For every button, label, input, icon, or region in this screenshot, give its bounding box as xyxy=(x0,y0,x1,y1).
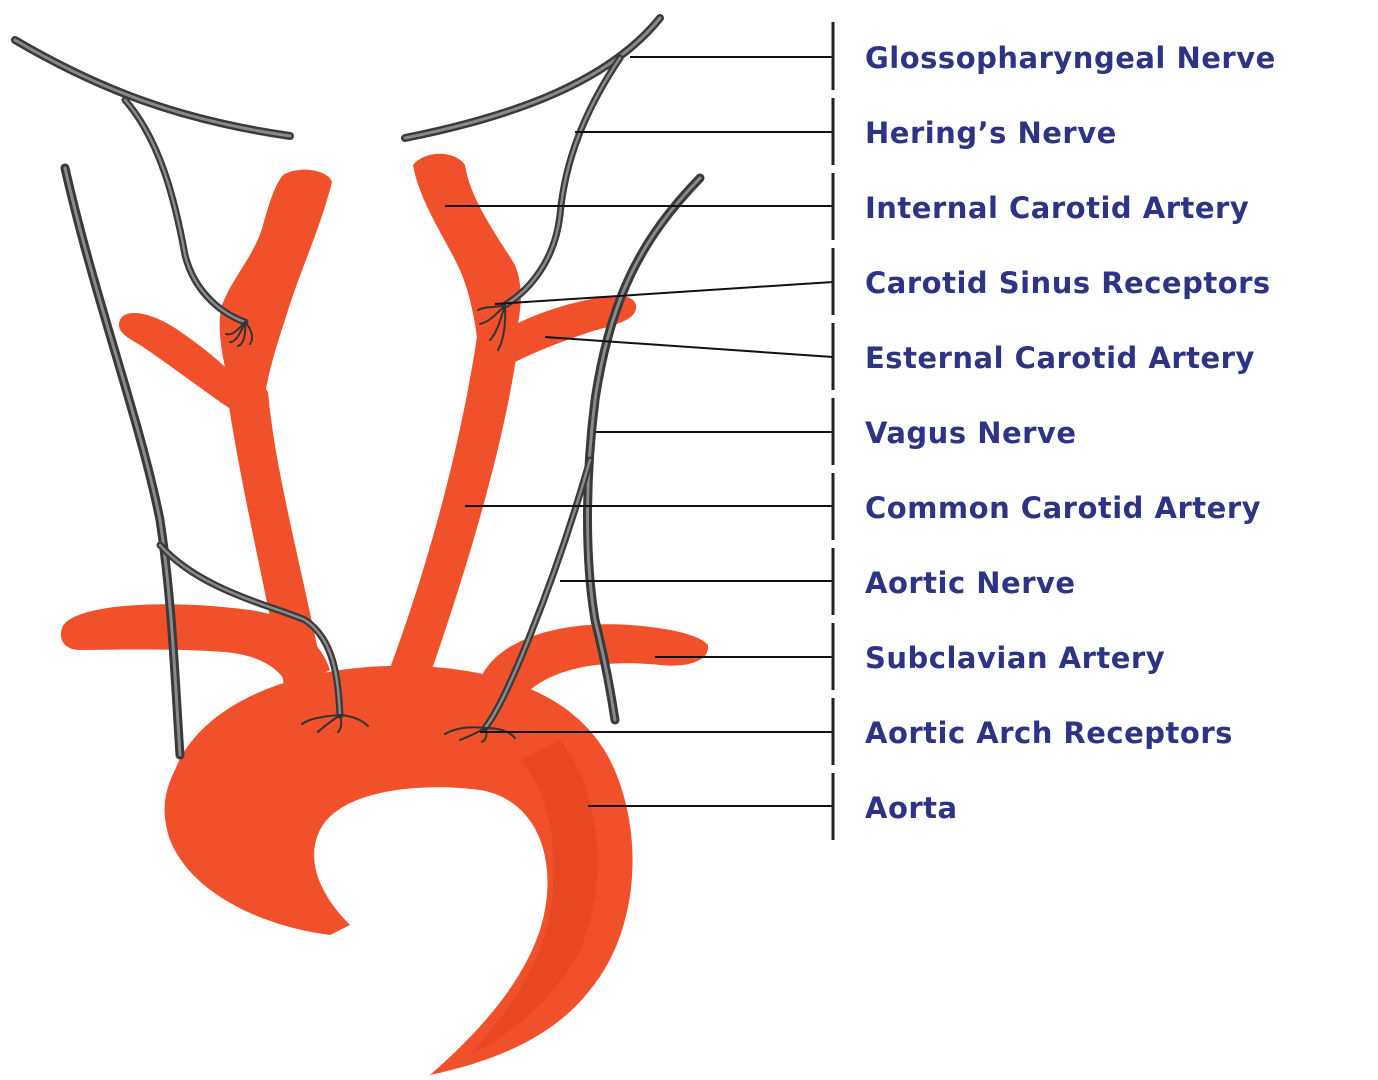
vagus-nerve-left xyxy=(65,168,180,755)
label-aortic-arch-receptors: Aortic Arch Receptors xyxy=(865,716,1233,750)
label-aortic-nerve: Aortic Nerve xyxy=(865,566,1076,600)
label-common-carotid-artery: Common Carotid Artery xyxy=(865,491,1261,525)
label-herings-nerve: Hering’s Nerve xyxy=(865,116,1117,150)
glossopharyngeal-nerve-left xyxy=(15,40,290,136)
labels: Glossopharyngeal Nerve Hering’s Nerve In… xyxy=(865,41,1276,825)
leader-carotid-sinus xyxy=(495,282,833,304)
label-vagus-nerve: Vagus Nerve xyxy=(865,416,1077,450)
herings-nerve-right xyxy=(505,58,620,305)
herings-nerve-left xyxy=(125,100,245,322)
internal-carotid-left-shape xyxy=(220,170,332,395)
common-carotid-right-shape xyxy=(390,326,518,675)
label-glossopharyngeal-nerve: Glossopharyngeal Nerve xyxy=(865,41,1276,75)
label-aorta: Aorta xyxy=(865,791,958,825)
label-subclavian-artery: Subclavian Artery xyxy=(865,641,1165,675)
label-internal-carotid-artery: Internal Carotid Artery xyxy=(865,191,1249,225)
label-carotid-sinus-receptors: Carotid Sinus Receptors xyxy=(865,266,1271,300)
leader-external-carotid xyxy=(545,337,833,357)
label-external-carotid-artery: Esternal Carotid Artery xyxy=(865,341,1255,375)
arteries xyxy=(61,154,708,1075)
glossopharyngeal-nerve-right xyxy=(405,18,660,138)
